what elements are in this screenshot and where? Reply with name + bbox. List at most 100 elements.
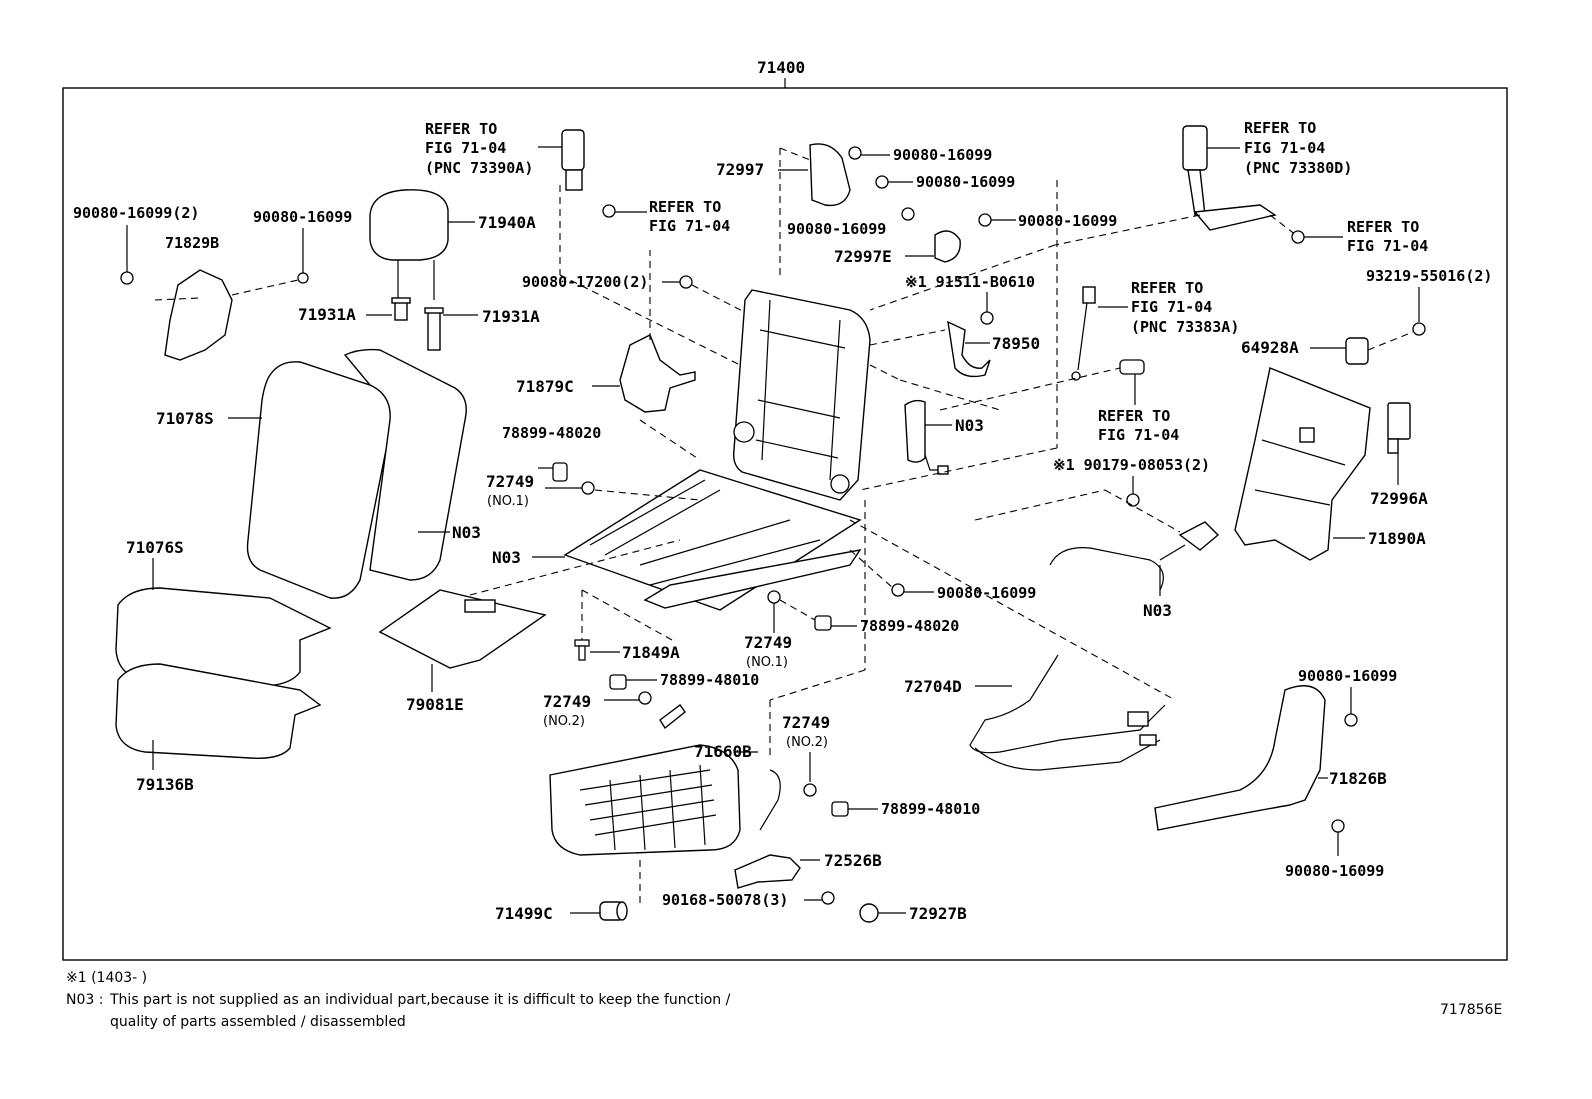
label-72997E: 72997E (834, 247, 892, 266)
label-72749-d: 72749 (782, 713, 830, 732)
label-71931A-1: 71931A (298, 305, 356, 324)
label-90080-16099-g: 90080-16099 (1298, 667, 1397, 685)
bolt-icon (980, 311, 994, 325)
label-90080-16099-a: 90080-16099 (253, 208, 352, 226)
label-refer-b-2: FIG 71-04 (649, 217, 730, 235)
part-72927B-clip (859, 903, 879, 923)
label-78899-48010-a: 78899-48010 (660, 671, 759, 689)
part-79081E-pad (378, 589, 547, 692)
label-N03-d: N03 (1143, 601, 1172, 620)
label-90168-50078-3: 90168-50078(3) (662, 891, 788, 909)
label-90080-16099-h: 90080-16099 (1285, 862, 1384, 880)
label-71890A: 71890A (1368, 529, 1426, 548)
label-72526B: 72526B (824, 851, 882, 870)
label-72749-b: 72749 (744, 633, 792, 652)
bolt-71849A (574, 639, 590, 661)
part-71890A-back-board (1234, 367, 1371, 561)
label-90179-08053-2: ※1 90179-08053(2) (1053, 456, 1210, 474)
nut-icon (803, 783, 817, 797)
label-72996A: 72996A (1370, 489, 1428, 508)
nut-icon (767, 590, 781, 604)
part-71660B-cushion-frame (549, 704, 781, 856)
part-72704D-cable (969, 654, 1166, 771)
label-72749-a: 72749 (486, 472, 534, 491)
label-71849A: 71849A (622, 643, 680, 662)
part-71829B (154, 269, 299, 361)
bolt-icon (1412, 322, 1426, 336)
label-71940A: 71940A (478, 213, 536, 232)
figure-id: 717856E (1440, 1002, 1502, 1018)
label-refer-c-3: (PNC 73380D) (1244, 159, 1352, 177)
label-71660B: 71660B (694, 742, 752, 761)
part-71076S-cushion-cover (115, 558, 332, 770)
label-N03-c: N03 (955, 416, 984, 435)
part-seatbelt-strap-e (1071, 286, 1128, 381)
label-71078S: 71078S (156, 409, 214, 428)
nut-icon (581, 481, 595, 495)
label-refer-b-1: REFER TO (649, 198, 721, 216)
label-91511-B0610: ※1 91511-B0610 (905, 273, 1035, 291)
part-78950-bracket (947, 320, 991, 378)
label-71931A-2: 71931A (482, 307, 540, 326)
bolt-icon (679, 275, 693, 289)
nut-icon (638, 691, 652, 705)
label-90080-16099-e: 90080-16099 (1018, 212, 1117, 230)
label-71879C: 71879C (516, 377, 574, 396)
part-71499C-cap (570, 901, 628, 921)
bolt-icon (120, 271, 134, 285)
label-93219-55016-2: 93219-55016(2) (1366, 267, 1492, 285)
label-refer-a-2: FIG 71-04 (425, 139, 506, 157)
part-N03-cable (1049, 521, 1220, 596)
label-71826B: 71826B (1329, 769, 1387, 788)
bolt-icon (875, 175, 889, 189)
part-anchor-bolt-f (1119, 359, 1145, 405)
label-71400: 71400 (757, 58, 805, 77)
bolt-icon (891, 583, 905, 597)
label-72749-d-no: (NO.2) (786, 735, 828, 750)
part-seatback-frame (732, 289, 871, 501)
bolt-icon (978, 213, 992, 227)
footnote-1: ※1 (1403- ) (66, 970, 147, 986)
label-72927B: 72927B (909, 904, 967, 923)
label-78899-48010-b: 78899-48010 (881, 800, 980, 818)
screw-icon (821, 891, 835, 905)
label-90080-16099-2: 90080-16099(2) (73, 204, 199, 222)
bolt-icon (814, 615, 832, 631)
part-72997-bracket (778, 143, 851, 207)
label-72997: 72997 (716, 160, 764, 179)
label-79136B: 79136B (136, 775, 194, 794)
bolt-icon (1331, 819, 1345, 833)
part-64928A-cover (1310, 337, 1369, 365)
label-72749-c: 72749 (543, 692, 591, 711)
label-refer-d-2: FIG 71-04 (1347, 237, 1428, 255)
label-78899-48020-b: 78899-48020 (860, 617, 959, 635)
label-64928A: 64928A (1241, 338, 1299, 357)
part-72997E-bracket (905, 230, 961, 263)
part-71931A-guide (366, 297, 478, 351)
label-refer-e-1: REFER TO (1131, 279, 1203, 297)
part-seat-track (563, 469, 862, 611)
bolt-icon (1344, 713, 1358, 727)
bolt-icon (297, 272, 309, 284)
label-78950: 78950 (992, 334, 1040, 353)
label-90080-16099-f: 90080-16099 (937, 584, 1036, 602)
label-refer-f-1: REFER TO (1098, 407, 1170, 425)
label-refer-c-1: REFER TO (1244, 119, 1316, 137)
bolt-icon (1291, 230, 1305, 244)
part-71940A-headrest (369, 189, 475, 300)
footnote-2-line2: quality of parts assembled / disassemble… (110, 1014, 406, 1030)
label-72749-b-no: (NO.1) (746, 655, 788, 670)
label-90080-16099-c: 90080-16099 (916, 173, 1015, 191)
label-71499C: 71499C (495, 904, 553, 923)
label-refer-c-2: FIG 71-04 (1244, 139, 1325, 157)
label-refer-e-2: FIG 71-04 (1131, 298, 1212, 316)
label-90080-17200-2: 90080-17200(2) (522, 273, 648, 291)
part-seatbelt-buckle-a (538, 129, 585, 191)
part-seatbelt-buckle-c (1182, 125, 1277, 231)
footnote-2-line1: This part is not supplied as an individu… (109, 992, 731, 1008)
bolt-icon (901, 207, 915, 221)
label-refer-d-1: REFER TO (1347, 218, 1419, 236)
label-N03-b: N03 (492, 548, 521, 567)
label-N03-a: N03 (452, 523, 481, 542)
part-72526B-handle (734, 854, 820, 889)
